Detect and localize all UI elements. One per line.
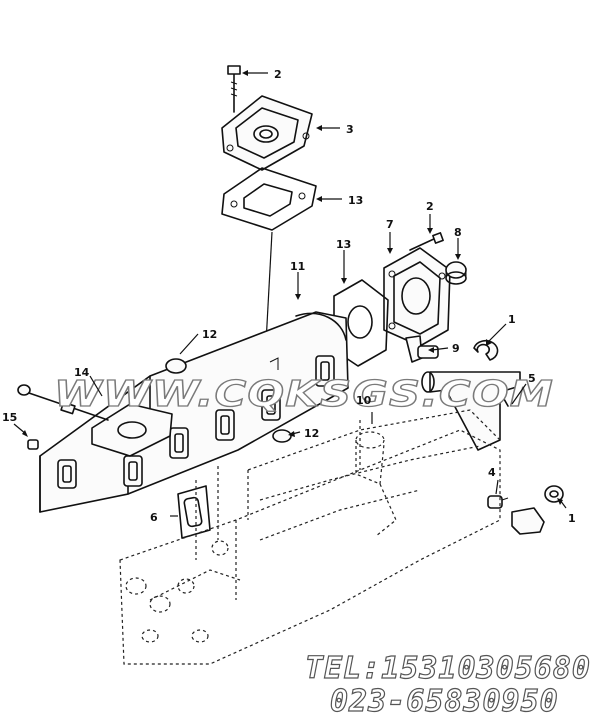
port-gasket	[177, 485, 211, 539]
callout-13-top: 13	[348, 194, 363, 207]
port-1	[57, 459, 77, 489]
port-5	[261, 389, 281, 421]
port-4	[215, 409, 235, 441]
capscrew-top	[227, 65, 241, 113]
port-2	[123, 455, 143, 487]
fitting-4	[487, 495, 509, 509]
capscrew-15	[27, 439, 39, 450]
port-3	[169, 427, 189, 459]
callout-10: 10	[356, 394, 372, 407]
spacer-14	[60, 401, 76, 415]
plug-right	[445, 261, 467, 285]
callout-14: 14	[74, 366, 90, 379]
callout-5: 5	[528, 372, 536, 385]
clamp-ring	[473, 339, 499, 361]
gasket-top	[221, 167, 317, 231]
callout-7: 7	[386, 218, 394, 231]
callout-4: 4	[488, 466, 496, 479]
callout-9: 9	[452, 342, 460, 355]
capscrew-right	[409, 232, 444, 251]
watermark: WWW.CQKSGS.COM	[54, 374, 554, 415]
callout-labels: 2 3 13 7 2 8 13 11 12 1 9 14 5 15 10 12 …	[2, 68, 576, 525]
contact-tel: TEL:15310305680	[304, 650, 591, 686]
callout-12-lower: 12	[304, 427, 319, 440]
port-6	[315, 355, 335, 387]
callout-12-upper: 12	[202, 328, 217, 341]
callout-leaders	[13, 70, 567, 517]
callout-11: 11	[290, 260, 305, 273]
callout-6: 6	[150, 511, 158, 524]
callout-1-upper: 1	[508, 313, 516, 326]
exhaust-manifold	[39, 311, 349, 513]
callout-1-lower: 1	[568, 512, 576, 525]
callout-2-right: 2	[426, 200, 434, 213]
end-cover	[383, 247, 451, 347]
engine-block-phantom	[119, 409, 501, 665]
clamp-lower	[544, 485, 564, 503]
callout-8: 8	[454, 226, 462, 239]
callout-2-top: 2	[274, 68, 282, 81]
callout-13-right: 13	[336, 238, 351, 251]
exhaust-outlet-cover	[221, 95, 313, 171]
contact-phone: 023-65830950	[329, 683, 559, 719]
callout-15: 15	[2, 411, 17, 424]
elbow-lower	[511, 507, 545, 535]
callout-3: 3	[346, 123, 354, 136]
